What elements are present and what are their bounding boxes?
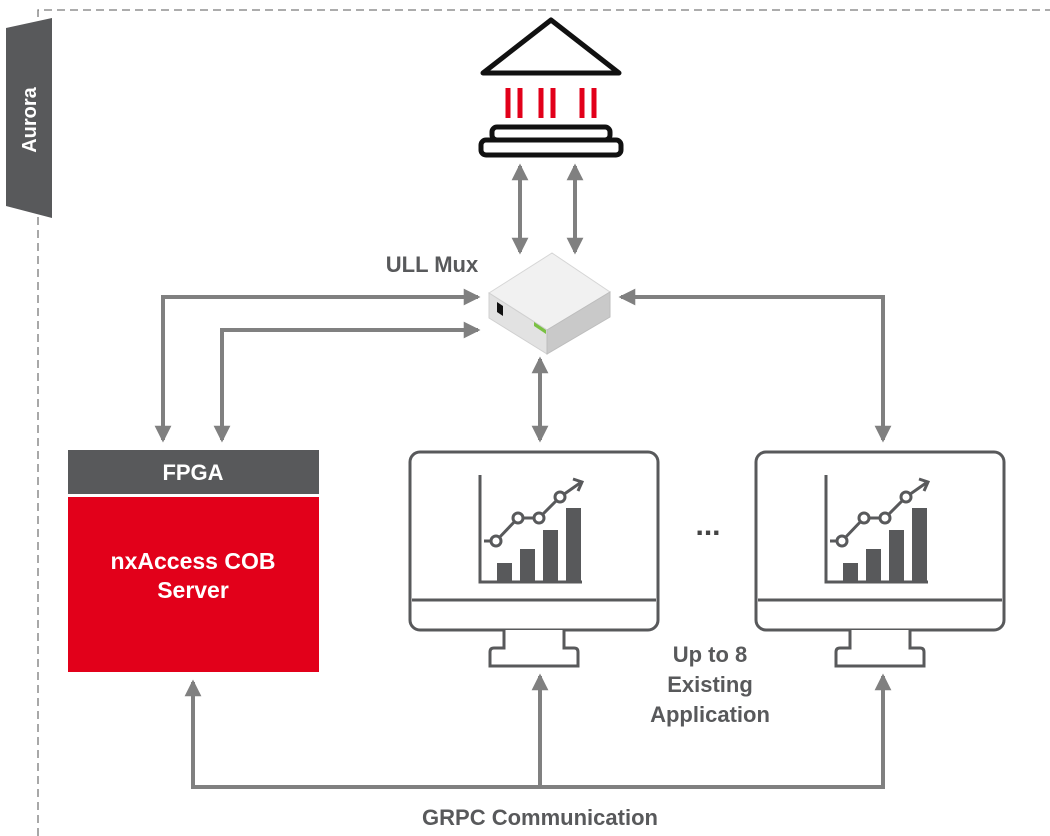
ellipsis: ... <box>695 509 720 542</box>
fpga-header: FPGA <box>162 460 223 485</box>
network-switch-icon <box>488 252 611 355</box>
fpga-mux-links <box>154 288 481 443</box>
grpc-bus <box>184 673 892 789</box>
mux-label: ULL Mux <box>386 252 479 277</box>
mux-monitor-links <box>531 288 892 443</box>
svg-text:Up to 8: Up to 8 <box>673 642 748 667</box>
region-tab: Aurora <box>6 18 52 218</box>
region-border <box>37 9 1050 836</box>
bus-label: GRPC Communication <box>422 805 658 830</box>
apps-label: Up to 8 Existing Application <box>650 642 770 727</box>
server-label-line2: Server <box>157 577 229 603</box>
application-monitor-1 <box>408 450 660 668</box>
svg-text:Existing: Existing <box>667 672 753 697</box>
exchange-links <box>511 163 584 255</box>
application-monitor-2 <box>754 450 1006 668</box>
fpga-server-box: FPGA nxAccess COB Server <box>68 450 319 672</box>
svg-text:Application: Application <box>650 702 770 727</box>
exchange-building-icon <box>478 17 624 158</box>
region-label: Aurora <box>19 86 41 152</box>
server-label-line1: nxAccess COB <box>111 548 276 574</box>
